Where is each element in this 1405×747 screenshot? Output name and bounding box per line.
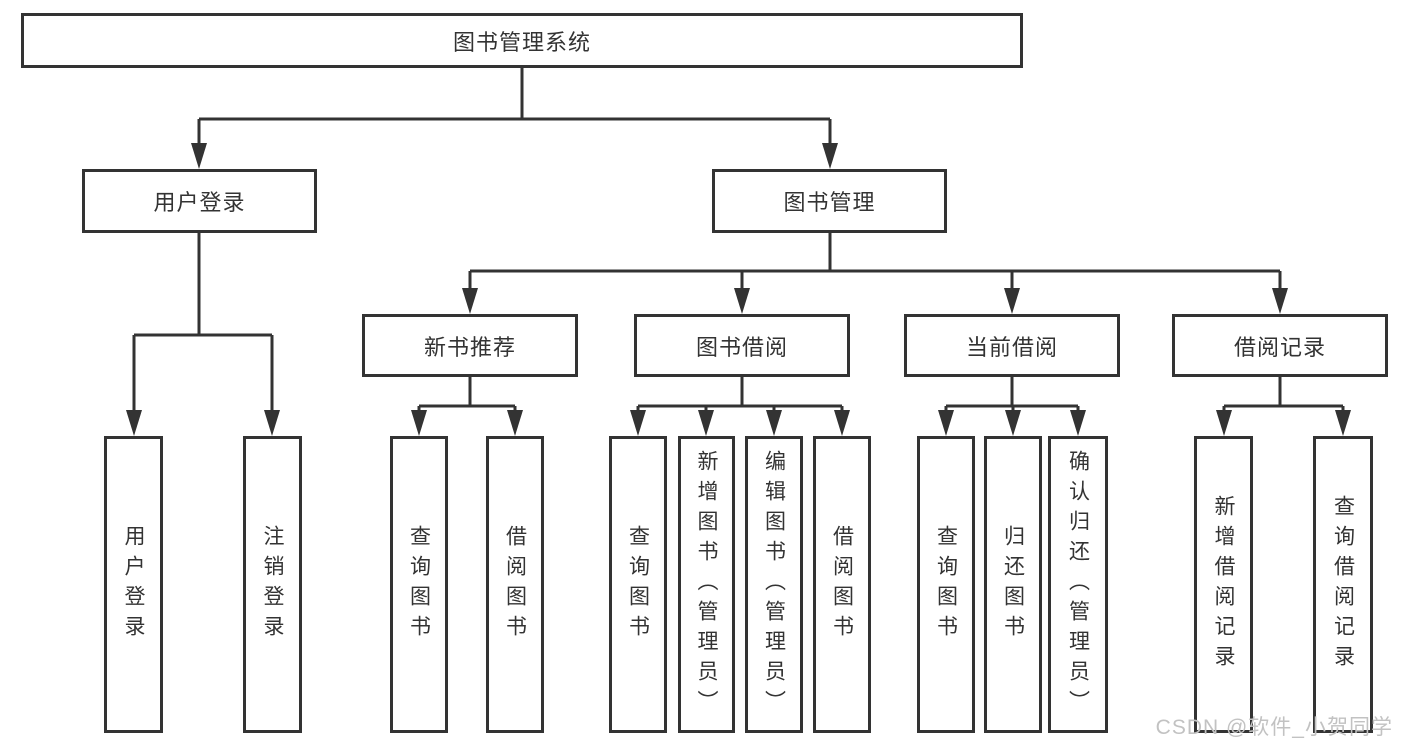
leaf-recommend-query-books-label: 查询图书 — [407, 524, 431, 645]
node-borrow-records: 借阅记录 — [1172, 314, 1388, 377]
leaf-current-query-books-label: 查询图书 — [934, 524, 958, 645]
leaf-borrow-books: 借阅图书 — [813, 436, 871, 733]
node-book-management-label: 图书管理 — [783, 190, 876, 215]
node-current-borrow-label: 当前借阅 — [965, 334, 1058, 360]
leaf-recommend-query-books: 查询图书 — [390, 436, 448, 733]
leaf-query-borrow-record-label: 查询借阅记录 — [1331, 494, 1355, 675]
leaf-logout: 注销登录 — [243, 436, 302, 733]
node-book-borrow-label: 图书借阅 — [695, 334, 788, 360]
leaf-recommend-borrow-books: 借阅图书 — [486, 436, 544, 733]
leaf-edit-books-admin: 编辑图书（管理员） — [745, 436, 803, 733]
leaf-borrow-books-label: 借阅图书 — [830, 524, 854, 645]
leaf-current-query-books: 查询图书 — [917, 436, 975, 733]
node-book-borrow: 图书借阅 — [634, 314, 850, 377]
leaf-borrow-query-books: 查询图书 — [609, 436, 667, 733]
leaf-return-books-label: 归还图书 — [1001, 524, 1025, 645]
node-new-book-recommend-label: 新书推荐 — [423, 334, 516, 360]
leaf-return-books: 归还图书 — [984, 436, 1042, 733]
node-book-management: 图书管理 — [712, 169, 947, 233]
node-new-book-recommend: 新书推荐 — [362, 314, 578, 377]
leaf-edit-books-admin-label: 编辑图书（管理员） — [762, 449, 786, 720]
leaf-confirm-return-admin: 确认归还（管理员） — [1048, 436, 1108, 733]
leaf-borrow-query-books-label: 查询图书 — [626, 524, 650, 645]
node-root: 图书管理系统 — [21, 13, 1023, 68]
leaf-add-borrow-record-label: 新增借阅记录 — [1212, 494, 1235, 675]
node-current-borrow: 当前借阅 — [904, 314, 1120, 377]
leaf-add-borrow-record: 新增借阅记录 — [1194, 436, 1253, 733]
leaf-recommend-borrow-books-label: 借阅图书 — [503, 524, 527, 645]
leaf-logout-label: 注销登录 — [261, 524, 284, 645]
leaf-confirm-return-admin-label: 确认归还（管理员） — [1066, 449, 1090, 720]
connector-arrowheads — [126, 143, 1351, 436]
leaf-user-login-label: 用户登录 — [122, 524, 145, 645]
leaf-add-books-admin: 新增图书（管理员） — [678, 436, 735, 733]
leaf-query-borrow-record: 查询借阅记录 — [1313, 436, 1373, 733]
node-user-login: 用户登录 — [82, 169, 317, 233]
node-borrow-records-label: 借阅记录 — [1233, 334, 1326, 360]
node-user-login-label: 用户登录 — [153, 190, 246, 215]
leaf-add-books-admin-label: 新增图书（管理员） — [695, 449, 718, 720]
leaf-user-login: 用户登录 — [104, 436, 163, 733]
csdn-watermark: CSDN @软件_小贺同学 — [1155, 716, 1393, 739]
node-root-label: 图书管理系统 — [452, 29, 591, 55]
